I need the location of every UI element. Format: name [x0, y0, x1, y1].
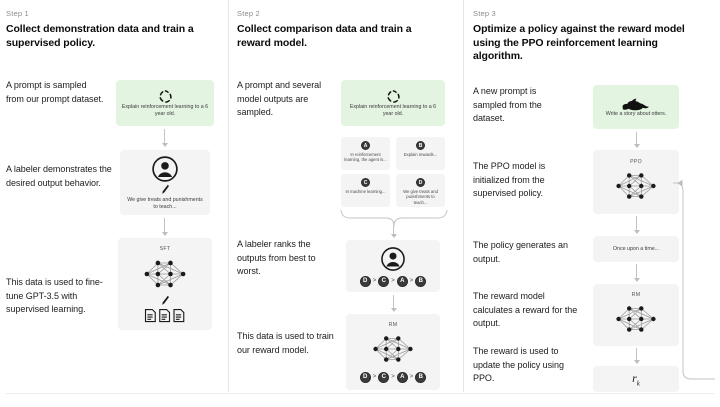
column-divider-1 — [228, 0, 229, 392]
output-label-a: A — [361, 141, 370, 150]
step-3-caption-3: The policy generates an output. — [473, 240, 568, 264]
rm-rank-2: C — [378, 371, 390, 383]
step-2-rm-card[interactable]: RM D > C > A — [346, 314, 440, 390]
arrow-3-1 — [632, 132, 641, 148]
rm-rank-3: A — [396, 371, 408, 383]
step-1-title: Collect demonstration data and train a s… — [6, 23, 194, 49]
step-3-title: Optimize a policy against the reward mod… — [473, 23, 685, 62]
step-1-labeler-card[interactable]: We give treats and punishments to teach.… — [120, 150, 210, 215]
arrow-1-1 — [160, 129, 169, 147]
step-3-output-card[interactable]: Once upon a time... — [593, 236, 679, 262]
step-3-label: Step 3 — [473, 9, 496, 18]
step-2-title: Collect comparison data and train a rewa… — [237, 23, 412, 49]
pencil-icon — [161, 184, 170, 195]
rm-rank-4: B — [415, 371, 427, 383]
neural-net-icon — [611, 167, 661, 205]
merge-brace — [338, 208, 450, 232]
output-label-d: D — [416, 178, 425, 187]
step-2-rm-ranking-row: D > C > A > B — [359, 371, 427, 383]
rm-rank-gt-2: > — [391, 374, 395, 380]
step-2-output-c[interactable]: C In machine learning... — [341, 174, 390, 207]
step-3-prompt-text: Write a story about otters. — [605, 110, 667, 117]
step-3-caption-1: A new prompt is sampled from the dataset… — [473, 86, 542, 123]
output-text-a: In reinforcement learning, the agent is.… — [344, 152, 387, 163]
pencil-icon — [161, 295, 170, 306]
output-text-b: Explain rewards... — [403, 152, 438, 157]
person-icon — [380, 246, 406, 272]
step-2-rm-tag: RM — [388, 321, 398, 328]
arrow-3-2 — [632, 216, 641, 234]
output-label-b: B — [416, 141, 425, 150]
step-1-sft-card[interactable]: SFT — [118, 238, 212, 330]
step-2-output-a[interactable]: A In reinforcement learning, the agent i… — [341, 137, 390, 170]
step-1-prompt-text: Explain reinforcement learning to a 6 ye… — [121, 103, 209, 117]
step-2-output-d[interactable]: D We give treats and punishments to teac… — [396, 174, 445, 207]
step-2-output-b[interactable]: B Explain rewards... — [396, 137, 445, 170]
step-2-prompt-text: Explain reinforcement learning to a 6 ye… — [349, 103, 437, 117]
output-text-c: In machine learning... — [345, 189, 386, 194]
step-3-ppo-card[interactable]: PPO — [593, 150, 679, 214]
step-2-ranking-row: D > C > A > B — [359, 275, 427, 287]
bottom-divider — [6, 393, 714, 394]
output-label-c: C — [361, 178, 370, 187]
step-1-sft-tag: SFT — [159, 245, 171, 252]
step-3-prompt-card[interactable]: Write a story about otters. — [593, 85, 679, 129]
step-3-caption-4: The reward model calculates a reward for… — [473, 291, 578, 328]
output-text-d: We give treats and punishments to teach.… — [403, 189, 438, 205]
step-2-ranker-card[interactable]: D > C > A > B — [346, 240, 440, 292]
rank-3: A — [396, 275, 408, 287]
arrow-1-2 — [160, 218, 169, 236]
neural-net-icon — [139, 254, 191, 294]
rank-gt-1: > — [372, 278, 377, 284]
column-divider-2 — [463, 0, 464, 392]
step-1-caption-2: A labeler demonstrates the desired outpu… — [6, 164, 112, 188]
arrow-3-4 — [632, 348, 641, 364]
step-3-reward-card[interactable]: rk — [593, 366, 679, 392]
otter-icon — [621, 97, 651, 111]
step-3-output-text: Once upon a time... — [612, 245, 660, 252]
rank-gt-2: > — [391, 278, 395, 284]
step-1-labeler-text: We give treats and punishments to teach.… — [127, 196, 203, 210]
arrow-2-1 — [389, 225, 398, 238]
step-3-caption-5: The reward is used to update the policy … — [473, 346, 564, 383]
rank-gt-3: > — [409, 278, 414, 284]
rm-rank-gt-1: > — [372, 374, 377, 380]
step-1-caption-1: A prompt is sampled from our prompt data… — [6, 80, 104, 104]
rm-rank-gt-3: > — [409, 374, 414, 380]
step-1-label: Step 1 — [6, 9, 29, 18]
rm-rank-1: D — [359, 371, 371, 383]
neural-net-icon — [368, 330, 418, 368]
step-2-caption-2: A labeler ranks the outputs from best to… — [237, 239, 316, 276]
step-2-label: Step 2 — [237, 9, 260, 18]
rank-1: D — [359, 275, 371, 287]
step-3-rm-card[interactable]: RM — [593, 284, 679, 346]
arrow-3-3 — [632, 264, 641, 282]
column-step-3: Step 3 Optimize a policy against the rew… — [463, 0, 720, 407]
recycle-icon — [386, 89, 401, 104]
arrow-2-2 — [389, 295, 398, 312]
neural-net-icon — [611, 300, 661, 338]
step-3-rm-tag: RM — [631, 292, 641, 298]
rank-2: C — [378, 275, 390, 287]
step-3-caption-2: The PPO model is initialized from the su… — [473, 161, 546, 198]
documents-icon — [144, 308, 186, 323]
step-2-prompt-card[interactable]: Explain reinforcement learning to a 6 ye… — [341, 80, 445, 126]
recycle-icon — [158, 89, 173, 104]
step-3-ppo-tag: PPO — [630, 159, 642, 165]
step-2-caption-1: A prompt and several model outputs are s… — [237, 80, 322, 117]
step-2-caption-3: This data is used to train our reward mo… — [237, 331, 334, 355]
step-1-prompt-card[interactable]: Explain reinforcement learning to a 6 ye… — [116, 80, 214, 126]
feedback-loop-arrow — [673, 175, 719, 380]
column-step-1: Step 1 Collect demonstration data and tr… — [0, 0, 228, 407]
rank-4: B — [415, 275, 427, 287]
column-step-2: Step 2 Collect comparison data and train… — [228, 0, 463, 407]
step-1-caption-3: This data is used to fine-tune GPT-3.5 w… — [6, 277, 103, 314]
person-icon — [151, 155, 179, 183]
reward-symbol: rk — [632, 370, 640, 388]
